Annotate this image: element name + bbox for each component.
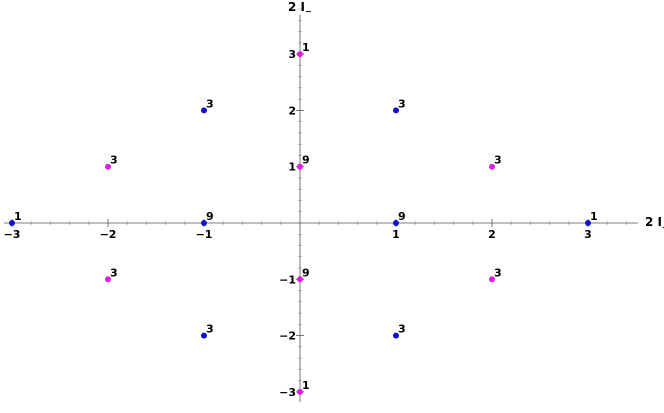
point-label: 1 [590,210,598,223]
data-point [201,107,207,114]
y-axis-label: 2 I− [288,0,312,16]
point-label: 3 [494,266,502,279]
x-axis-label-sub: + [662,223,664,232]
y-tick-label: 3 [288,48,296,61]
y-tick-label: −3 [279,386,296,399]
data-point [297,51,303,58]
y-tick-label: 1 [288,161,296,174]
point-label: 9 [206,210,214,223]
tick-labels: −3 −2 −1 1 2 3 −3 −2 −1 1 2 3 [4,48,592,399]
data-point [489,163,495,170]
x-tick-label: 1 [392,228,400,241]
point-label: 1 [14,210,22,223]
data-points [9,51,591,395]
y-tick-label: 2 [288,104,296,117]
data-point [201,332,207,339]
point-label: 3 [398,97,406,110]
x-tick-label: −1 [196,228,213,241]
point-label: 3 [494,154,502,167]
data-point [201,220,207,226]
x-axis-label-main: 2 I [645,215,662,229]
point-label: 3 [110,266,118,279]
point-label: 9 [398,210,406,223]
point-label: 3 [206,323,214,336]
x-axis-label: 2 I+ [645,215,664,232]
point-label: 3 [398,323,406,336]
data-point [393,220,399,226]
y-axis-label-main: 2 I [288,0,305,14]
point-label: 9 [302,266,310,279]
tick-marks [11,8,627,393]
point-label: 3 [206,97,214,110]
data-point [393,107,399,114]
point-label: 9 [302,154,310,167]
point-label: 1 [302,41,310,54]
point-label: 1 [302,379,310,392]
point-label: 3 [110,154,118,167]
data-point [585,220,591,226]
data-point [105,276,111,283]
data-point [9,220,15,226]
x-tick-label: −3 [4,228,21,241]
y-axis-label-sub: − [305,7,312,16]
data-point [489,276,495,283]
data-point [297,388,303,395]
data-point [393,332,399,339]
y-tick-label: −1 [279,273,296,286]
data-point [105,163,111,170]
x-tick-label: 3 [584,228,592,241]
y-tick-label: −2 [279,330,296,343]
x-tick-label: −2 [100,228,117,241]
x-tick-label: 2 [488,228,496,241]
data-point [297,276,303,283]
data-point [297,163,303,170]
